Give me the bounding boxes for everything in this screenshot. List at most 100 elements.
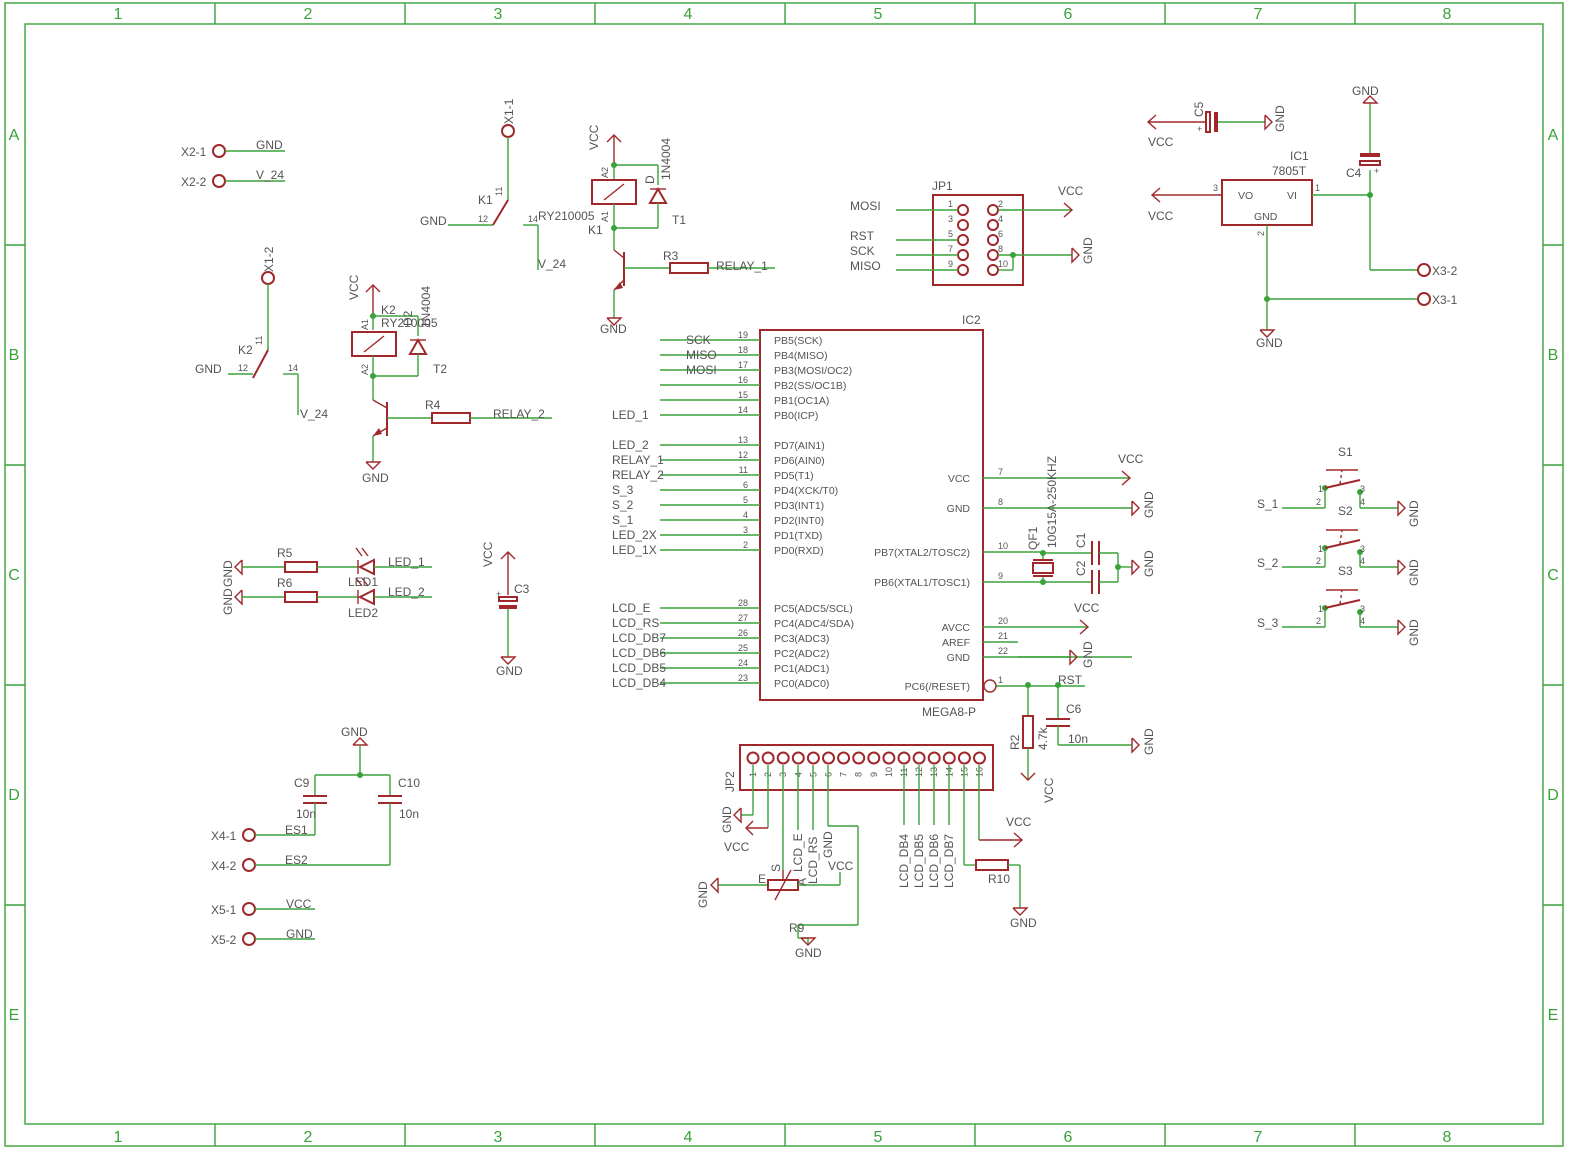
col-label: 7 <box>1254 1129 1263 1146</box>
connector-label: X2-2 <box>181 175 207 189</box>
row-label: D <box>1547 787 1559 804</box>
pin-number: 11 <box>254 336 264 345</box>
part-ref: K2 <box>381 303 396 317</box>
net-label: SCK <box>850 244 875 258</box>
pin-number: 1 <box>1315 183 1320 193</box>
vcc-arrow <box>1121 470 1132 486</box>
relay-driver-k2: VCC A1 A2 K2 RY210005 D2 1N4004 T2 GND <box>347 274 552 485</box>
pin-name: PD3(INT1) <box>774 500 824 512</box>
pin-name: PB3(MOSI/OC2) <box>774 365 852 377</box>
pin-number: 2 <box>1316 616 1321 626</box>
net-label: VCC <box>724 840 750 854</box>
pin-number: 11 <box>494 187 504 196</box>
pin-name: AVCC <box>942 622 971 634</box>
pin-number: 2 <box>1316 497 1321 507</box>
part-ref: T1 <box>672 213 686 227</box>
pin-name: PB0(ICP) <box>774 410 818 422</box>
connector-label: X4-1 <box>211 829 237 843</box>
net-label: LED_1 <box>612 408 649 422</box>
part-value: 10n <box>296 807 316 821</box>
part-ref: JP1 <box>932 179 953 193</box>
pin-number: 1 <box>948 199 953 209</box>
col-label: 2 <box>304 1129 313 1146</box>
net-label: VCC <box>1074 601 1100 615</box>
row-label: B <box>9 347 20 364</box>
part-value: 10n <box>1068 732 1088 746</box>
part-ref: C10 <box>398 776 420 790</box>
net-label: MOSI <box>850 199 881 213</box>
part-ref: R10 <box>988 872 1010 886</box>
pin-number: 9 <box>869 772 879 777</box>
net-label: LCD_DB4 <box>612 676 666 690</box>
net-label: LED_1X <box>612 543 657 557</box>
pin-name: PD2(INT0) <box>774 515 824 527</box>
pin-number: 1 <box>1318 604 1323 614</box>
part-ref: S2 <box>1338 504 1353 518</box>
pin-label: S <box>769 864 783 872</box>
net-label: S_2 <box>1257 556 1279 570</box>
drawing-frame: 1 2 3 4 5 6 7 8 1 2 3 4 5 6 7 8 A B C D … <box>4 2 1564 1147</box>
pin-number: A2 <box>600 167 610 178</box>
pin-label: E <box>758 872 766 886</box>
pin-name: AREF <box>942 637 970 649</box>
led-section: GND GND R5 R6 LED1 LED2 LED_1 LED_2 <box>221 546 432 620</box>
connector-label: X4-2 <box>211 859 237 873</box>
net-label: GND <box>696 881 710 908</box>
net-label: GND <box>1081 641 1095 668</box>
net-label: GND <box>221 588 235 615</box>
pin-number: + <box>496 589 501 599</box>
part-ref: JP2 <box>723 771 737 792</box>
col-label: 5 <box>874 6 883 23</box>
pin-number: 16 <box>738 375 748 385</box>
pin-name: PD5(T1) <box>774 470 814 482</box>
net-label: GND <box>221 560 235 587</box>
pin-name: PC4(ADC4/SDA) <box>774 618 854 630</box>
net-label: LCD_DB5 <box>912 834 926 888</box>
pin-number: 3 <box>743 525 748 535</box>
pin-number: 27 <box>738 613 748 623</box>
pin-number: 14 <box>288 363 298 373</box>
pin-number: 23 <box>738 673 748 683</box>
net-label: GND <box>1256 336 1283 350</box>
row-label: C <box>1547 567 1559 584</box>
part-ref: C2 <box>1074 560 1088 576</box>
part-ref: C3 <box>514 582 530 596</box>
part-ref: D2 <box>401 310 415 326</box>
pin-name: PB6(XTAL1/TOSC1) <box>874 577 970 589</box>
net-label: V_24 <box>256 168 284 182</box>
net-label: S_1 <box>612 513 634 527</box>
jp2-pin <box>837 751 851 765</box>
pin-number: 3 <box>1213 183 1218 193</box>
net-label: GND <box>1081 237 1095 264</box>
jp2-pin <box>761 751 775 765</box>
pin-name: GND <box>947 503 971 515</box>
gnd-symbol <box>1131 500 1140 517</box>
pin-number: 7 <box>839 772 849 777</box>
net-label: GND <box>1352 84 1379 98</box>
pin-number: 4 <box>1360 497 1365 507</box>
jp2-pin <box>912 751 926 765</box>
pin-label: A <box>795 878 809 886</box>
pin-name: GND <box>1254 211 1278 223</box>
pin-name: PC6(/RESET) <box>905 681 970 693</box>
pin-name: PB2(SS/OC1B) <box>774 380 846 392</box>
row-label: E <box>1548 1007 1559 1024</box>
part-ref: S1 <box>1338 445 1353 459</box>
jp2-pin <box>867 751 881 765</box>
reset-bubble <box>983 679 997 693</box>
net-label: RST <box>850 229 875 243</box>
jp2-pin <box>776 751 790 765</box>
part-ref: K2 <box>238 343 253 357</box>
net-label: LCD_RS <box>612 616 659 630</box>
part-ref: C6 <box>1066 702 1082 716</box>
col-label: 4 <box>684 1129 693 1146</box>
col-label: 8 <box>1443 6 1452 23</box>
net-label: GND <box>600 322 627 336</box>
net-label: LCD_E <box>791 833 805 872</box>
pin-number: 3 <box>1360 604 1365 614</box>
part-ref: R9 <box>789 921 805 935</box>
pin-number: 10 <box>998 541 1008 551</box>
pin-name: VI <box>1287 190 1297 202</box>
pin-number: 1 <box>998 675 1003 685</box>
